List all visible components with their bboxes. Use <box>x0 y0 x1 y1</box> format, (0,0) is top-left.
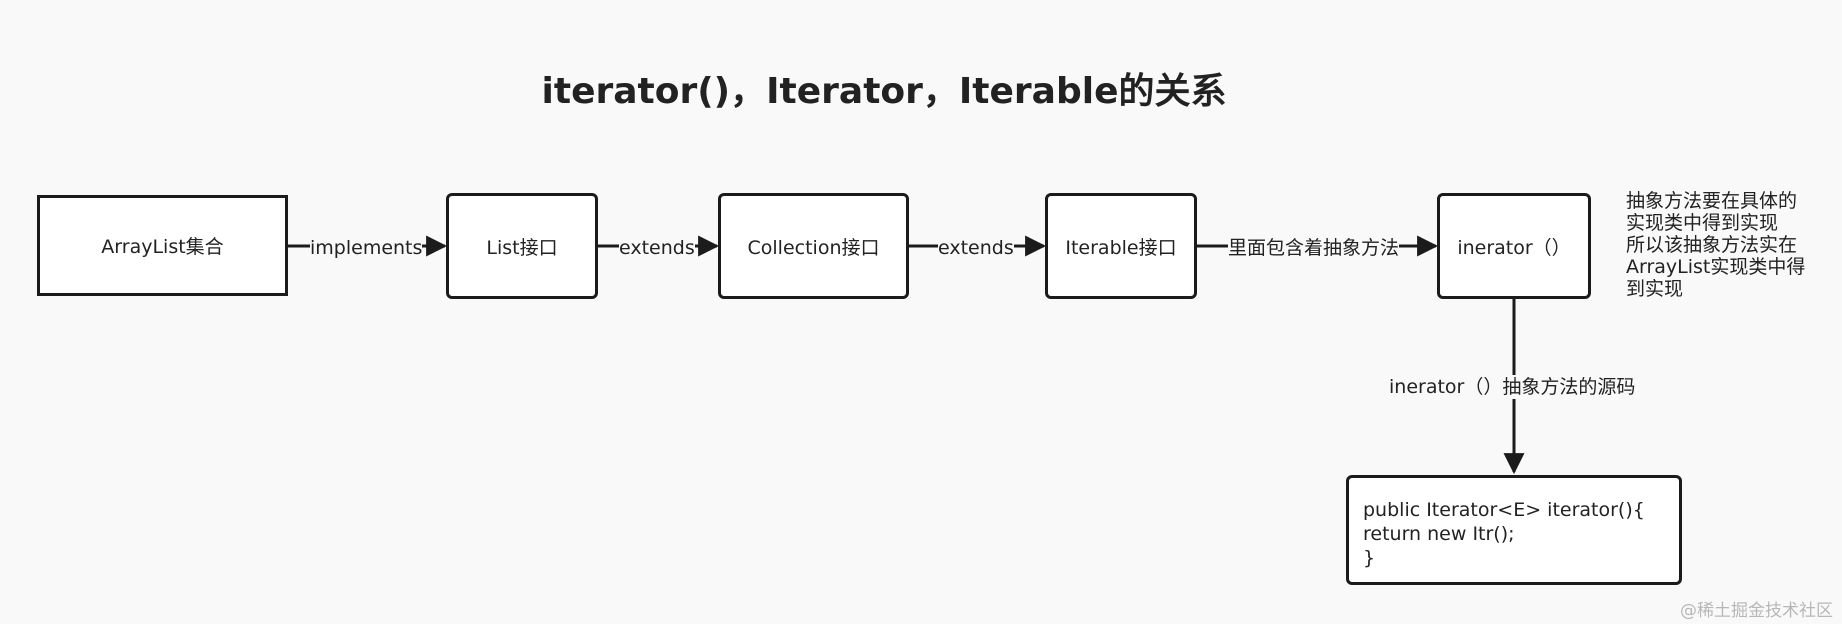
node-arraylist-label: ArrayList集合 <box>101 236 224 258</box>
code-line-1: public Iterator<E> iterator(){ <box>1363 499 1645 521</box>
note-line-3: 所以该抽象方法实在 <box>1626 234 1798 256</box>
edge-label-contains-abstract: 里面包含着抽象方法 <box>1228 236 1400 260</box>
node-inerator-label: inerator（） <box>1457 236 1571 259</box>
code-snippet-box[interactable]: public Iterator<E> iterator(){return new… <box>1346 475 1682 585</box>
code-line-3: } <box>1363 547 1376 569</box>
edge-label-extends-1: extends <box>619 236 695 260</box>
note-line-2: 实现类中得到实现 <box>1626 212 1779 234</box>
node-arraylist[interactable]: ArrayList集合 <box>37 195 288 296</box>
node-inerator-method[interactable]: inerator（） <box>1437 193 1591 299</box>
note-line-4: ArrayList实现类中得 <box>1626 256 1806 278</box>
edge-label-implements: implements <box>310 236 423 260</box>
note-line-1: 抽象方法要在具体的 <box>1626 190 1798 212</box>
node-list-interface[interactable]: List接口 <box>446 193 598 299</box>
node-collection-label: Collection接口 <box>747 236 880 259</box>
edge-label-source-code: inerator（）抽象方法的源码 <box>1389 375 1636 399</box>
watermark: @稀土掘金技术社区 <box>1680 601 1833 621</box>
node-collection-interface[interactable]: Collection接口 <box>718 193 909 299</box>
note-line-5: 到实现 <box>1626 278 1684 300</box>
code-line-2: return new Itr(); <box>1363 523 1515 545</box>
edge-label-extends-2: extends <box>938 236 1014 260</box>
diagram-title: iterator()，Iterator，Iterable的关系 <box>541 71 1227 112</box>
node-list-label: List接口 <box>486 236 558 259</box>
node-iterable-label: Iterable接口 <box>1065 236 1177 259</box>
node-iterable-interface[interactable]: Iterable接口 <box>1045 193 1197 299</box>
